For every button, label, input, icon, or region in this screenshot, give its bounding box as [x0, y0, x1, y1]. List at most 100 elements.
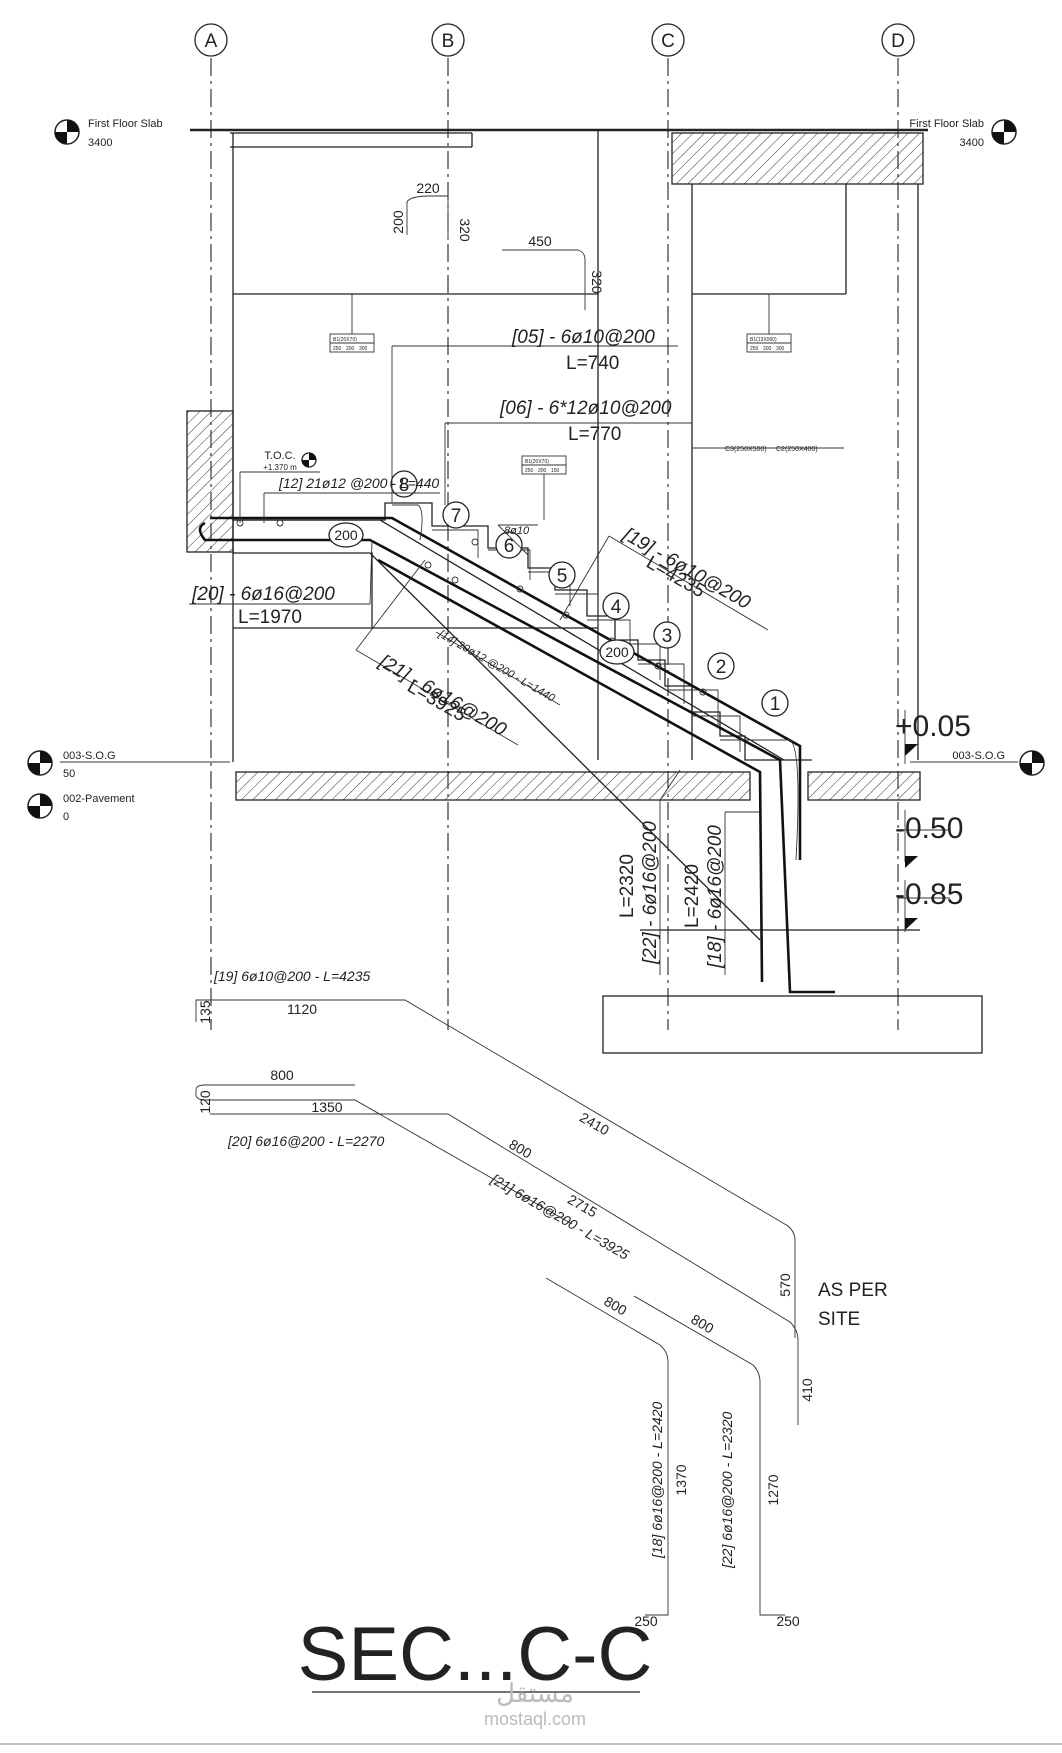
level-marker-sog-left: 003-S.O.G 50 [27, 750, 230, 780]
svg-text:200: 200 [763, 346, 772, 352]
rebar-18-length: L=2420 [682, 864, 703, 928]
step-8: 8 [399, 475, 410, 496]
svg-text:800: 800 [506, 1136, 534, 1162]
svg-text:B1(20X70): B1(20X70) [525, 459, 549, 465]
axis-bubble-c [651, 23, 685, 57]
step-3: 3 [662, 626, 673, 647]
rebar-22-length: L=2320 [617, 854, 638, 918]
svg-text:250: 250 [776, 1613, 800, 1629]
step-7: 7 [451, 506, 462, 527]
level-markers: First Floor Slab 3400 First Floor Slab 3… [27, 118, 1045, 823]
schedule-21-label: [21] 6ø16@200 - L=3925 [488, 1170, 632, 1263]
svg-text:220: 220 [416, 180, 440, 196]
thickness-tag-2: 200 [605, 644, 629, 660]
svg-text:320: 320 [589, 270, 605, 294]
axis-bubble-d [881, 23, 915, 57]
svg-text:800: 800 [270, 1067, 294, 1083]
rebar-20-length: L=1970 [238, 607, 302, 628]
svg-text:135: 135 [197, 1000, 213, 1024]
level-marker-first-floor-right: First Floor Slab 3400 [909, 118, 1017, 149]
svg-text:First Floor Slab: First Floor Slab [909, 118, 984, 130]
thickness-tag-1: 200 [334, 527, 358, 543]
rebar-18-label: [18] - 6ø16@200 [705, 825, 726, 969]
svg-text:1120: 1120 [287, 1001, 317, 1017]
title-block: SEC...C-C مستقل mostaql.com [298, 1612, 653, 1729]
svg-text:1350: 1350 [311, 1099, 342, 1115]
svg-text:1370: 1370 [673, 1464, 689, 1495]
ground-slab-left [235, 771, 751, 801]
step-numbers: 1 2 3 4 5 6 7 8 200 200 [328, 470, 789, 717]
level-marker-pavement: 002-Pavement 0 [27, 793, 135, 823]
note-as-per-line1: AS PER [818, 1280, 888, 1301]
svg-text:150: 150 [551, 468, 560, 474]
level-marker-sog-right: 003-S.O.G [910, 750, 1045, 776]
svg-text:200: 200 [390, 210, 406, 234]
section-tags: B1(20X70) 250 200 300 B1(13X060) 250 200… [329, 294, 844, 520]
svg-text:250: 250 [750, 346, 759, 352]
rebar-05-label: [05] - 6ø10@200 [511, 327, 655, 348]
step-4: 4 [611, 597, 622, 618]
axis-bubble-b [431, 23, 465, 57]
footing [602, 995, 983, 1054]
schedule-20-label: [20] 6ø16@200 - L=2270 [227, 1133, 384, 1149]
bar-schedule: [19] 6ø10@200 - L=4235 1120 135 2410 570… [195, 968, 888, 1629]
ground-slab-right [807, 771, 921, 801]
structure [186, 128, 983, 1054]
svg-text:300: 300 [776, 346, 785, 352]
svg-text:410: 410 [799, 1378, 815, 1402]
schedule-22-label: [22] 6ø16@200 - L=2320 [719, 1412, 735, 1569]
wall-hatch-left [186, 410, 234, 553]
schedule-18-label: [18] 6ø16@200 - L=2420 [649, 1402, 665, 1559]
beam-hatch-top-right [671, 132, 924, 185]
rebar-06-label: [06] - 6*12ø10@200 [499, 398, 672, 419]
stair-profile [233, 502, 812, 941]
step-5: 5 [557, 566, 568, 587]
schedule-19-label: [19] 6ø10@200 - L=4235 [213, 968, 370, 984]
watermark-arabic: مستقل [496, 1678, 574, 1708]
grid-axes: A B C D [194, 23, 915, 1030]
level-marker-first-floor-left: First Floor Slab 3400 [54, 118, 163, 149]
rebar-05-length: L=740 [566, 353, 619, 374]
step-1: 1 [770, 694, 781, 715]
elevation-minus-050: -0.50 [895, 812, 963, 845]
rebar-19-label: [19] - 6ø10@200 [619, 524, 754, 614]
section-rebar-labels: [05] - 6ø10@200 L=740 [06] - 6*12ø10@200… [189, 327, 769, 975]
svg-text:120: 120 [197, 1090, 213, 1114]
rebar-22-label: [22] - 6ø16@200 [640, 821, 661, 965]
svg-text:3400: 3400 [88, 137, 112, 149]
svg-text:300: 300 [359, 346, 368, 352]
svg-text:250: 250 [634, 1613, 658, 1629]
rebar-8-10-label: 8ø10 [504, 525, 530, 537]
svg-text:002-Pavement: 002-Pavement [63, 793, 135, 805]
elevation-marks: +0.05 -0.50 -0.85 [895, 710, 971, 932]
svg-text:+1.370 m: +1.370 m [263, 463, 297, 472]
axis-label-d: D [891, 31, 905, 52]
rebar [198, 504, 835, 994]
upper-dims: 220 200 320 450 320 [390, 180, 605, 310]
step-2: 2 [716, 657, 727, 678]
svg-text:0: 0 [63, 811, 69, 823]
svg-text:3400: 3400 [960, 137, 984, 149]
svg-text:C2(250X400): C2(250X400) [776, 446, 818, 453]
svg-text:800: 800 [601, 1293, 629, 1319]
section-title: SEC...C-C [298, 1612, 653, 1697]
toc-marker: T.O.C. +1.370 m [239, 450, 320, 523]
elevation-minus-085: -0.85 [895, 878, 963, 911]
svg-text:200: 200 [346, 346, 355, 352]
rebar-06-length: L=770 [568, 424, 621, 445]
watermark-url: mostaql.com [484, 1709, 586, 1729]
svg-text:C3(250X500): C3(250X500) [725, 446, 767, 453]
svg-text:2410: 2410 [577, 1109, 612, 1139]
svg-text:003-S.O.G: 003-S.O.G [63, 750, 116, 762]
svg-text:T.O.C.: T.O.C. [264, 450, 295, 462]
axis-bubble-a [194, 23, 228, 57]
svg-text:250: 250 [333, 346, 342, 352]
svg-text:B1(13X060): B1(13X060) [750, 337, 777, 343]
svg-text:First Floor Slab: First Floor Slab [88, 118, 163, 130]
svg-text:250: 250 [525, 468, 534, 474]
svg-text:200: 200 [538, 468, 547, 474]
svg-text:50: 50 [63, 768, 75, 780]
axis-label-a: A [205, 31, 218, 52]
svg-text:570: 570 [777, 1273, 793, 1297]
